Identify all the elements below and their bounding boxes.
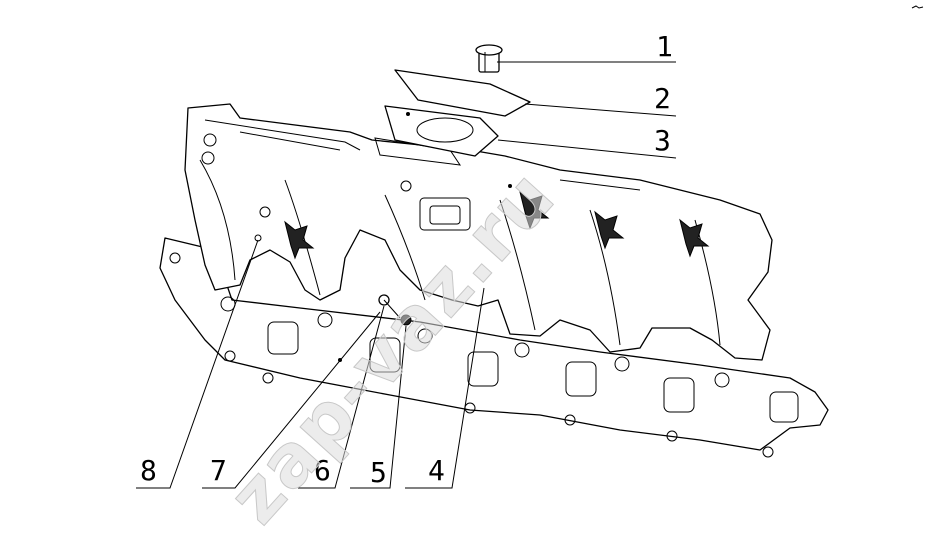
callout-labels: 1 2 3 4 5 6 7 8 <box>140 30 673 489</box>
callout-6: 6 <box>314 454 331 487</box>
bolt-1 <box>475 44 503 73</box>
callout-7: 7 <box>210 454 227 487</box>
flange-gasket-2 <box>394 69 531 117</box>
corner-mark <box>911 5 924 9</box>
exhaust-manifold <box>184 103 773 361</box>
leader-lines <box>136 61 677 489</box>
callout-4: 4 <box>428 454 445 487</box>
callout-1: 1 <box>656 30 673 63</box>
callout-5: 5 <box>370 456 387 489</box>
callout-8: 8 <box>140 454 157 487</box>
callout-2: 2 <box>654 82 671 115</box>
stud-nut-parts <box>378 294 412 326</box>
callout-3: 3 <box>654 124 671 157</box>
flange-gasket-3 <box>384 105 499 157</box>
manifold-gasket <box>159 237 829 458</box>
